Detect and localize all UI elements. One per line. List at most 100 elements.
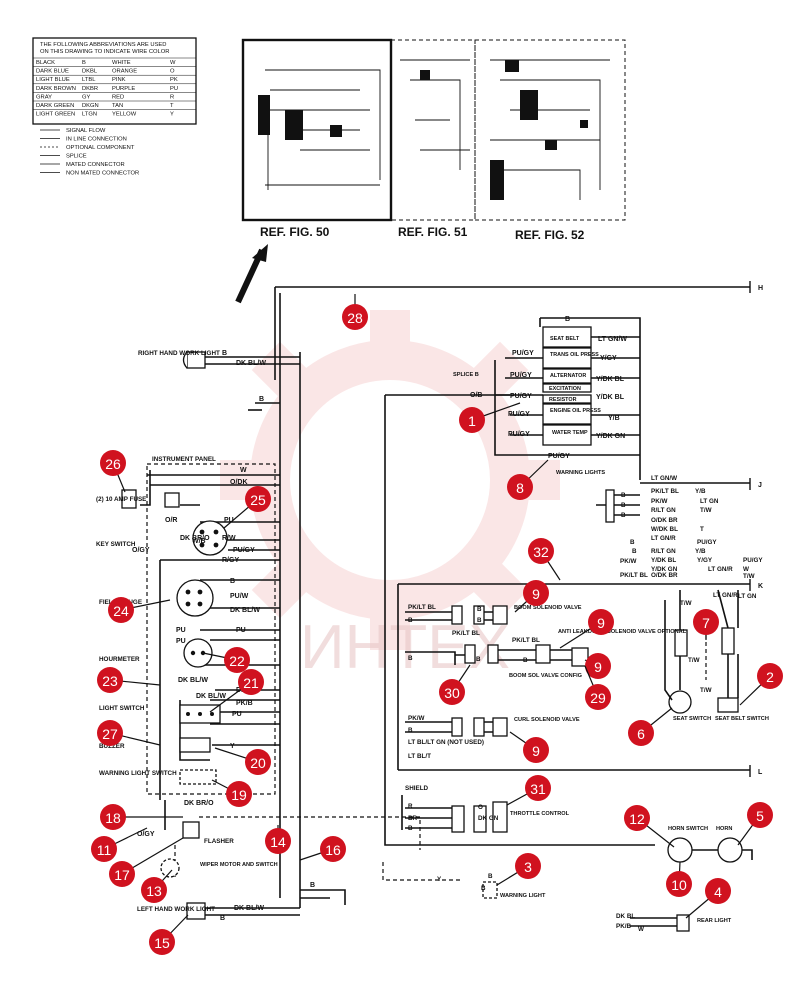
callout-7: 7 xyxy=(693,609,719,640)
callout-19: 19 xyxy=(211,779,252,807)
legend-cell: DKBL xyxy=(82,69,98,75)
wire-label: T/W xyxy=(743,573,755,580)
ref-fig-51: REF. FIG. 51 xyxy=(398,225,468,239)
callout-21: 21 xyxy=(209,669,264,713)
wire-label: R xyxy=(408,803,413,810)
wire-label: W xyxy=(240,467,247,474)
wire-label: O/R xyxy=(165,517,177,524)
callout-15: 15 xyxy=(149,914,189,955)
wire-label: O/B xyxy=(470,392,482,399)
wire-label: R/LT GN xyxy=(651,507,676,514)
callout-number: 8 xyxy=(516,480,524,496)
callout-number: 32 xyxy=(533,544,549,560)
legend-cell: YELLOW xyxy=(112,112,137,118)
wiper-motor-label: WIPER MOTOR AND SWITCH xyxy=(200,862,278,868)
wire-label: B xyxy=(523,657,528,664)
horn-switch-label: HORN SWITCH xyxy=(668,826,708,832)
wire-label: B xyxy=(481,885,486,892)
ref-fig-52: REF. FIG. 52 xyxy=(515,228,585,242)
wire-label: O/GY xyxy=(137,831,155,838)
horn-label: HORN xyxy=(716,826,732,832)
wire-label: B xyxy=(222,350,227,357)
wire-label: PK/LT BL xyxy=(452,630,480,637)
legend-cell: Y xyxy=(170,112,174,118)
wire-label: B xyxy=(488,873,493,880)
wire-label: PU/GY xyxy=(233,547,255,554)
callout-12: 12 xyxy=(624,805,675,848)
wire-label: PK/B xyxy=(616,923,631,930)
wire-label: PU xyxy=(176,638,186,645)
callout-23: 23 xyxy=(97,667,161,693)
wire-label: W/B xyxy=(192,538,206,545)
callout-number: 4 xyxy=(714,884,722,900)
legend-symbol: NON MATED CONNECTOR xyxy=(66,171,139,177)
instrument-panel-label: INSTRUMENT PANEL xyxy=(152,456,216,463)
wire-label: PU/GY xyxy=(508,431,530,438)
wire-label: B xyxy=(220,915,225,922)
color-legend: THE FOLLOWING ABBREVIATIONS ARE USED ON … xyxy=(32,37,197,177)
wire-label: PU/GY xyxy=(743,557,763,564)
callout-13: 13 xyxy=(141,869,173,903)
wire-label: B xyxy=(230,578,235,585)
callout-number: 15 xyxy=(154,935,170,951)
wire-label: B xyxy=(621,512,626,519)
legend-cell: ORANGE xyxy=(112,69,137,75)
seat-belt-switch-label: SEAT BELT SWITCH xyxy=(715,716,769,722)
wire-label: LT GN/R xyxy=(713,592,738,599)
wire-label: PU/GY xyxy=(697,539,717,546)
wire-label: B xyxy=(259,396,264,403)
callout-24: 24 xyxy=(108,597,171,623)
callout-9: 9 xyxy=(514,580,549,613)
wire-label: PK/W xyxy=(620,558,636,565)
callout-6: 6 xyxy=(628,707,673,746)
wire-label: DK BL/W xyxy=(236,360,266,367)
warning-light-item: WATER TEMP xyxy=(552,430,588,436)
legend-cell: LIGHT BLUE xyxy=(36,77,70,83)
callout-8: 8 xyxy=(507,459,549,500)
light-switch-label: LIGHT SWITCH xyxy=(99,705,145,712)
warning-light-item: SEAT BELT xyxy=(550,336,580,342)
callout-11: 11 xyxy=(91,827,148,862)
wire-label: PU xyxy=(176,627,186,634)
callout-25: 25 xyxy=(223,486,271,529)
legend-symbol: OPTIONAL COMPONENT xyxy=(66,145,135,151)
wire-label: LT GN xyxy=(738,593,757,600)
wire-label: PU xyxy=(224,517,234,524)
legend-cell: DARK BROWN xyxy=(36,86,76,92)
wire-label: Y/GY xyxy=(697,557,713,564)
wire-label: W/DK BL xyxy=(651,526,678,533)
wire-label: PK/LT BL xyxy=(408,604,436,611)
wire-label: T/W xyxy=(700,687,712,694)
callout-number: 13 xyxy=(146,883,162,899)
wire-label: PK/B xyxy=(236,700,253,707)
wire-label: DK BL/W xyxy=(178,677,208,684)
callout-1: 1 xyxy=(459,402,521,433)
warning-light-item: EXCITATION xyxy=(549,386,581,392)
wire-label: PU/GY xyxy=(512,350,534,357)
callout-9: 9 xyxy=(509,731,549,763)
wire-label: PU xyxy=(236,627,246,634)
wire-label: PU/GY xyxy=(510,393,532,400)
legend-cell: BLACK xyxy=(36,60,55,66)
legend-cell: B xyxy=(82,60,86,66)
wire-label: O/DK BR xyxy=(651,572,678,579)
callout-number: 23 xyxy=(102,673,118,689)
wire-label: DK BL/W xyxy=(196,693,226,700)
callouts: 1234567899991011121314151617181920212223… xyxy=(91,294,783,955)
wire-label: T/W xyxy=(688,657,700,664)
callout-number: 25 xyxy=(250,492,266,508)
callout-number: 3 xyxy=(524,859,532,875)
wire-label: DK BL xyxy=(616,913,635,920)
key-switch-label: KEY SWITCH xyxy=(96,541,136,548)
callout-22: 22 xyxy=(202,647,250,673)
callout-number: 24 xyxy=(113,603,129,619)
wire-label: Y/B xyxy=(608,415,620,422)
wire-label: B xyxy=(477,606,482,613)
legend-cell: PU xyxy=(170,86,178,92)
legend-cell: PURPLE xyxy=(112,86,135,92)
wire-label: LT GN/R xyxy=(708,566,733,573)
callout-16: 16 xyxy=(299,836,346,862)
buzzer-label: BUZZER xyxy=(99,743,125,750)
